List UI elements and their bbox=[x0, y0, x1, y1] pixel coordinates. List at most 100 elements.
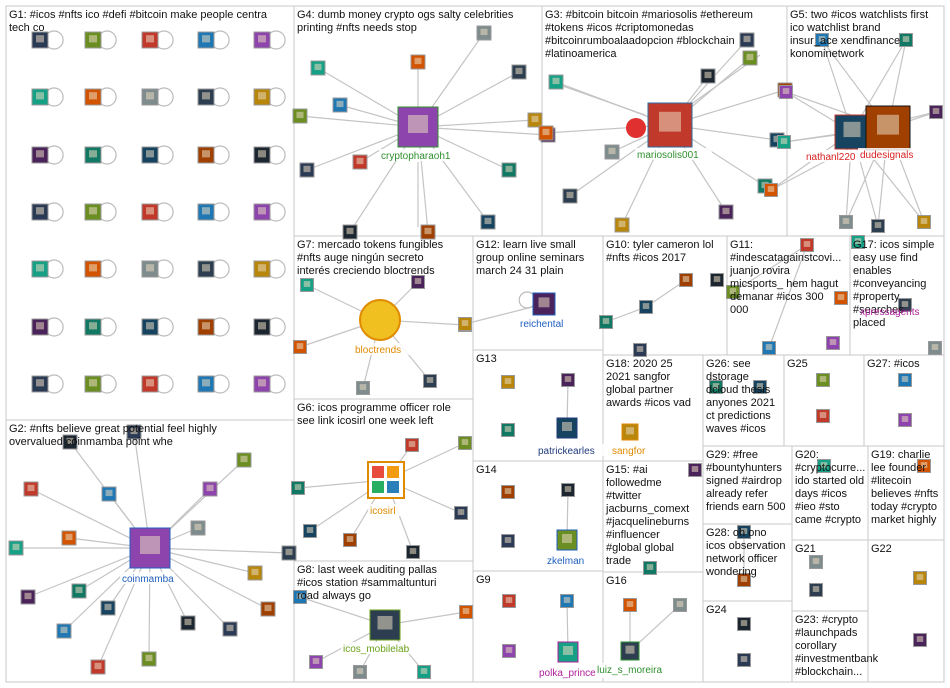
g6-node[interactable] bbox=[407, 546, 420, 559]
g4-node[interactable] bbox=[293, 109, 307, 123]
g9-node[interactable] bbox=[503, 645, 516, 658]
g9-node[interactable] bbox=[561, 595, 574, 608]
g3-node[interactable] bbox=[740, 33, 754, 47]
g13-node[interactable] bbox=[502, 424, 515, 437]
g2-node[interactable] bbox=[57, 624, 71, 638]
g2-node[interactable] bbox=[72, 584, 86, 598]
g8-node[interactable] bbox=[418, 666, 431, 679]
g4-node[interactable] bbox=[311, 61, 325, 75]
g17-node[interactable] bbox=[929, 342, 942, 355]
g2-node[interactable] bbox=[237, 453, 251, 467]
g1-node[interactable] bbox=[142, 147, 158, 163]
hub-nathanl220[interactable] bbox=[835, 115, 869, 149]
g6-node[interactable] bbox=[304, 525, 317, 538]
g1-node[interactable] bbox=[32, 147, 48, 163]
g5-node[interactable] bbox=[872, 220, 885, 233]
g5-node[interactable] bbox=[930, 106, 943, 119]
g4-node[interactable] bbox=[512, 65, 526, 79]
g1-node[interactable] bbox=[254, 89, 270, 105]
small-group-node[interactable] bbox=[738, 618, 751, 631]
g4-node[interactable] bbox=[421, 225, 435, 239]
small-group-node[interactable] bbox=[817, 410, 830, 423]
g2-node[interactable] bbox=[24, 482, 38, 496]
g1-node[interactable] bbox=[32, 376, 48, 392]
hub-luiz_s_moreira[interactable] bbox=[621, 642, 639, 660]
g5-node[interactable] bbox=[900, 34, 913, 47]
g2-node[interactable] bbox=[9, 541, 23, 555]
g6-node[interactable] bbox=[292, 482, 305, 495]
hub-cryptopharaoh1[interactable] bbox=[398, 107, 438, 147]
g3-node[interactable] bbox=[719, 205, 733, 219]
g4-node[interactable] bbox=[333, 98, 347, 112]
g3-node[interactable] bbox=[539, 126, 553, 140]
node-label-patrickearles[interactable]: patrickearles bbox=[538, 446, 595, 457]
small-group-node[interactable] bbox=[810, 556, 823, 569]
node-label-xpressagents[interactable]: xpressagents bbox=[860, 307, 919, 318]
g13-node[interactable] bbox=[562, 374, 575, 387]
g10-node[interactable] bbox=[711, 274, 724, 287]
g7-node[interactable] bbox=[357, 382, 370, 395]
g1-node[interactable] bbox=[198, 261, 214, 277]
g5-node[interactable] bbox=[840, 216, 853, 229]
g1-node[interactable] bbox=[198, 89, 214, 105]
g1-node[interactable] bbox=[32, 261, 48, 277]
g8-node[interactable] bbox=[310, 656, 323, 669]
g1-node[interactable] bbox=[254, 204, 270, 220]
g11-node[interactable] bbox=[827, 337, 840, 350]
g5-node[interactable] bbox=[780, 86, 793, 99]
g1-node[interactable] bbox=[198, 147, 214, 163]
g3-node[interactable] bbox=[563, 189, 577, 203]
g1-node[interactable] bbox=[142, 319, 158, 335]
hub-zkelman[interactable] bbox=[557, 530, 577, 550]
hub-reichental[interactable] bbox=[533, 293, 555, 315]
g1-node[interactable] bbox=[85, 147, 101, 163]
small-group-node[interactable] bbox=[899, 414, 912, 427]
g13-node[interactable] bbox=[502, 376, 515, 389]
g1-node[interactable] bbox=[85, 319, 101, 335]
g8-node[interactable] bbox=[354, 666, 367, 679]
g1-node[interactable] bbox=[254, 32, 270, 48]
node-label-dudesignals[interactable]: dudesignals bbox=[860, 150, 913, 161]
g7-node[interactable] bbox=[301, 279, 314, 292]
g4-node[interactable] bbox=[502, 163, 516, 177]
node-label-sangfor[interactable]: sangfor bbox=[612, 446, 646, 457]
g2-node[interactable] bbox=[191, 521, 205, 535]
node-label-mariosolis001[interactable]: mariosolis001 bbox=[637, 150, 699, 161]
g4-node[interactable] bbox=[481, 215, 495, 229]
g1-node[interactable] bbox=[85, 204, 101, 220]
g2-node[interactable] bbox=[101, 601, 115, 615]
g14-node[interactable] bbox=[502, 535, 515, 548]
g14-node[interactable] bbox=[502, 486, 515, 499]
g17-node[interactable] bbox=[835, 292, 848, 305]
g4-node[interactable] bbox=[477, 26, 491, 40]
hub-patrickearles[interactable] bbox=[557, 418, 577, 438]
small-group-node[interactable] bbox=[817, 374, 830, 387]
hub-icos_mobilelab[interactable] bbox=[370, 610, 400, 640]
g3-node[interactable] bbox=[701, 69, 715, 83]
g6-node[interactable] bbox=[344, 534, 357, 547]
g1-node[interactable] bbox=[254, 147, 270, 163]
g2-node[interactable] bbox=[102, 487, 116, 501]
hub-dudesignals[interactable] bbox=[866, 106, 910, 150]
g6-node[interactable] bbox=[455, 507, 468, 520]
g5-node[interactable] bbox=[765, 184, 778, 197]
g7-node[interactable] bbox=[424, 375, 437, 388]
g11-node[interactable] bbox=[801, 239, 814, 252]
g1-node[interactable] bbox=[85, 376, 101, 392]
node-label-zkelman[interactable]: zkelman bbox=[547, 556, 584, 567]
node-label-reichental[interactable]: reichental bbox=[520, 319, 563, 330]
g5-node[interactable] bbox=[918, 216, 931, 229]
node-label-bloctrends[interactable]: bloctrends bbox=[355, 345, 401, 356]
g9-node[interactable] bbox=[503, 595, 516, 608]
g8-node[interactable] bbox=[460, 606, 473, 619]
node-label-icos-mobilelab[interactable]: icos_mobilelab bbox=[343, 644, 410, 655]
g11-node[interactable] bbox=[763, 342, 776, 355]
g1-node[interactable] bbox=[254, 319, 270, 335]
small-group-node[interactable] bbox=[689, 464, 702, 477]
hub-icosirl[interactable] bbox=[368, 462, 404, 498]
g1-node[interactable] bbox=[142, 89, 158, 105]
node-label-nathanl220[interactable]: nathanl220 bbox=[806, 152, 856, 163]
g1-node[interactable] bbox=[198, 32, 214, 48]
g16-node[interactable] bbox=[674, 599, 687, 612]
small-group-node[interactable] bbox=[644, 562, 657, 575]
